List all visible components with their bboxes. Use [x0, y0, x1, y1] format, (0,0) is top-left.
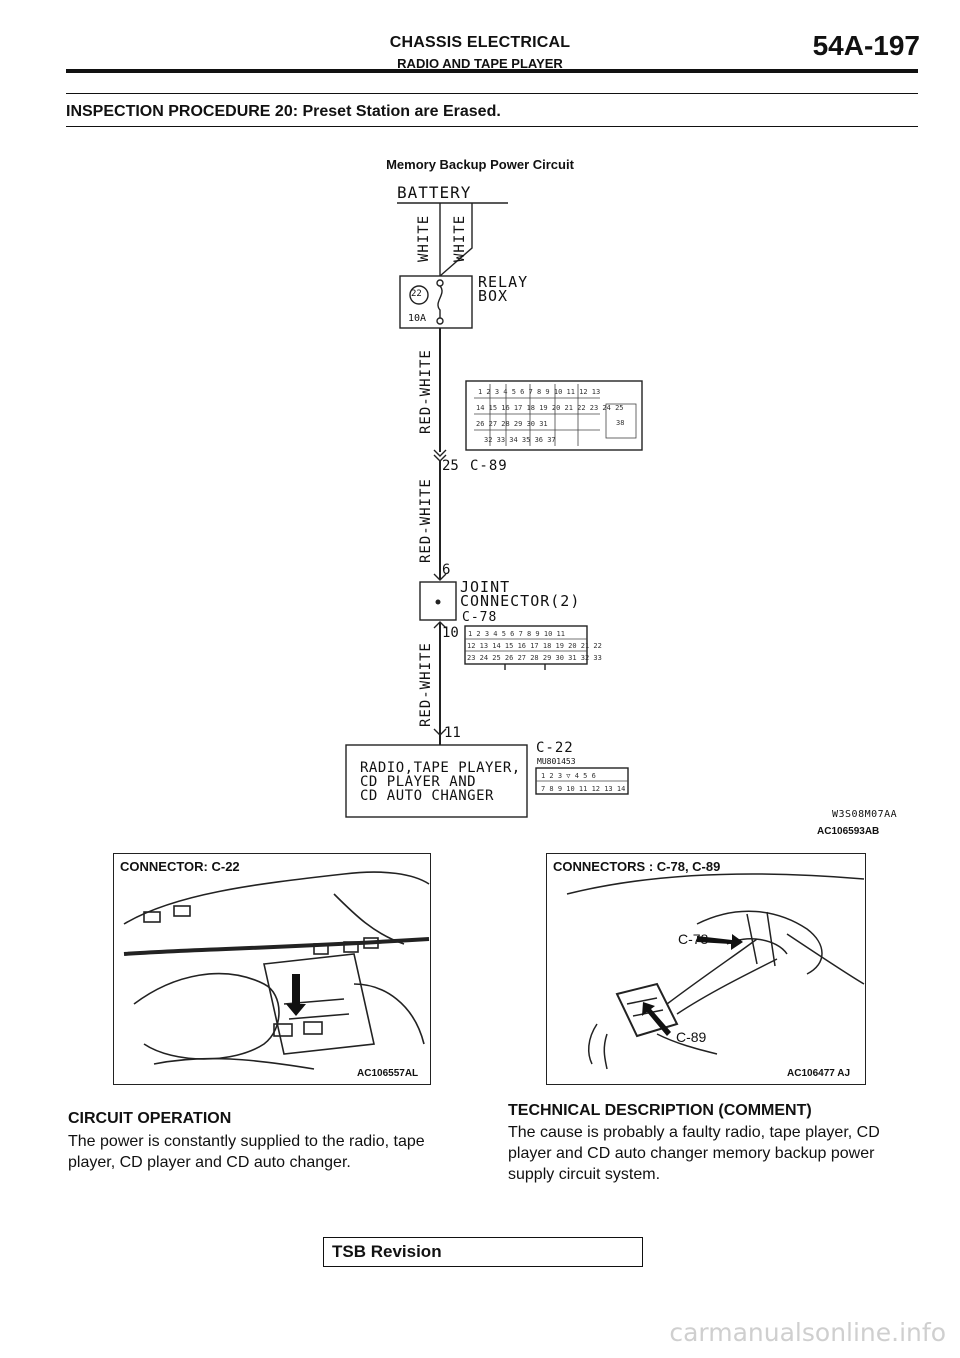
joint-dot — [435, 599, 441, 605]
dashboard-illustration-left — [123, 871, 430, 1070]
pin-25: 25 — [442, 458, 459, 474]
header-rule — [66, 69, 918, 73]
svg-text:12 13 14 15 16 17 18 19 20 21: 12 13 14 15 16 17 18 19 20 21 22 — [467, 642, 602, 650]
arrow-icon-c89 — [642, 1002, 671, 1036]
photo-left-ac-code: AC106557AL — [357, 1068, 419, 1079]
wiring-diagram: 1 2 3 4 5 6 7 8 9 10 11 12 13 14 15 16 1… — [345, 202, 643, 818]
svg-text:32 33 34 35 36 37: 32 33 34 35 36 37 — [484, 436, 556, 444]
connector-c89-label: C-89 — [470, 458, 508, 474]
svg-text:7 8 9 10 11 12 13 14: 7 8 9 10 11 12 13 14 — [541, 785, 625, 793]
radio-unit-label-line2: CD PLAYER AND — [360, 774, 477, 790]
pin-6: 6 — [442, 562, 451, 578]
svg-text:1 2 3 4 5 6 7 8 9 10 11 12 13: 1 2 3 4 5 6 7 8 9 10 11 12 13 — [478, 388, 600, 396]
radio-unit-label: RADIO,TAPE PLAYER, CD PLAYER AND CD AUTO… — [360, 761, 521, 803]
tsb-revision-box: TSB Revision — [323, 1237, 643, 1267]
circuit-operation-heading: CIRCUIT OPERATION — [68, 1110, 232, 1127]
fuse-rating: 10A — [408, 313, 427, 324]
radio-unit-box — [345, 744, 528, 818]
joint-connector-box — [419, 581, 457, 621]
joint-connector-label: JOINT CONNECTOR(2) — [460, 578, 581, 610]
arrow-icon — [286, 974, 306, 1016]
diagram-ac-code: AC106593AB — [817, 826, 880, 837]
connector-c78-face — [464, 625, 588, 665]
header-section-title: CHASSIS ELECTRICAL — [389, 34, 571, 51]
technical-description-line3: supply circuit system. — [508, 1166, 661, 1183]
fuse-number-circle — [409, 285, 429, 305]
wire-color-red-white-2: RED-WHITE — [418, 478, 434, 563]
section-rule-top — [66, 93, 918, 94]
radio-unit-label-line3: CD AUTO CHANGER — [360, 788, 494, 804]
photo-connectors-c78-c89 — [546, 853, 866, 1085]
svg-text:38: 38 — [616, 419, 624, 427]
technical-description-line1: The cause is probably a faulty radio, ta… — [508, 1124, 880, 1141]
photo-connector-c22 — [113, 853, 431, 1085]
circuit-operation-line2: player, CD player and CD auto changer. — [68, 1154, 351, 1171]
callout-c89: C-89 — [676, 1029, 707, 1045]
diagram-title: Memory Backup Power Circuit — [386, 157, 574, 172]
svg-text:26 27 28 29 30 31: 26 27 28 29 30 31 — [476, 420, 548, 428]
header-subsection-title: RADIO AND TAPE PLAYER — [397, 56, 563, 71]
wire-color-white-left: WHITE — [416, 214, 432, 262]
wire-color-red-white-1: RED-WHITE — [418, 349, 434, 434]
connector-c89-face — [465, 380, 643, 451]
technical-description-line2: player and CD auto changer memory backup… — [508, 1145, 875, 1162]
wire-color-white-right: WHITE — [452, 214, 468, 262]
pin-11: 11 — [444, 725, 461, 741]
radio-unit-label-line1: RADIO,TAPE PLAYER, — [360, 760, 521, 776]
svg-text:23 24 25 26 27 28 29 30 31 32: 23 24 25 26 27 28 29 30 31 32 33 — [467, 654, 602, 662]
fuse-number: 22 — [411, 289, 422, 299]
joint-connector-label-line2: CONNECTOR(2) — [460, 592, 581, 610]
relay-box-label: RELAY BOX — [478, 273, 529, 305]
photo-right-ac-code: AC106477 AJ — [787, 1068, 851, 1079]
section-rule-bottom — [66, 126, 918, 127]
svg-text:14 15 16 17 18 19 20 21 22 23: 14 15 16 17 18 19 20 21 22 23 24 25 — [476, 404, 624, 412]
circuit-operation-text: The power is constantly supplied to the … — [68, 1131, 425, 1173]
wire-color-red-white-3: RED-WHITE — [418, 642, 434, 727]
relay-box-label-line2: BOX — [478, 287, 509, 305]
technical-description-text: The cause is probably a faulty radio, ta… — [508, 1122, 880, 1185]
diagram-code: W3S08M07AA — [832, 809, 898, 820]
procedure-title: INSPECTION PROCEDURE 20: Preset Station … — [66, 103, 501, 120]
photo-right-label: CONNECTORS : C-78, C-89 — [553, 859, 721, 874]
arrow-icon-c78 — [697, 934, 743, 950]
joint-connector-label-line1: JOINT — [460, 578, 511, 596]
connector-c78-label: C-78 — [462, 610, 498, 625]
watermark: carmanualsonline.info — [669, 1318, 946, 1347]
photo-left-label: CONNECTOR: C-22 — [120, 859, 240, 874]
technical-description-heading: TECHNICAL DESCRIPTION (COMMENT) — [508, 1102, 812, 1119]
relay-box-label-line1: RELAY — [478, 273, 529, 291]
circuit-operation-line1: The power is constantly supplied to the … — [68, 1133, 425, 1150]
pin-10: 10 — [442, 625, 459, 641]
battery-label: BATTERY — [397, 183, 472, 202]
dashboard-illustration-right — [566, 873, 865, 1070]
svg-text:1 2 3 ▽ 4 5 6: 1 2 3 ▽ 4 5 6 — [541, 772, 596, 780]
svg-text:1 2 3 4 5 6 7 8 9 10 11: 1 2 3 4 5 6 7 8 9 10 11 — [468, 630, 565, 638]
relay-box — [399, 275, 473, 329]
connector-c22-label: C-22 — [536, 740, 574, 756]
connector-c22-part-number: MU801453 — [537, 757, 576, 766]
callout-c78: C-78 — [678, 931, 709, 947]
page-number: 54A-197 — [812, 30, 920, 61]
